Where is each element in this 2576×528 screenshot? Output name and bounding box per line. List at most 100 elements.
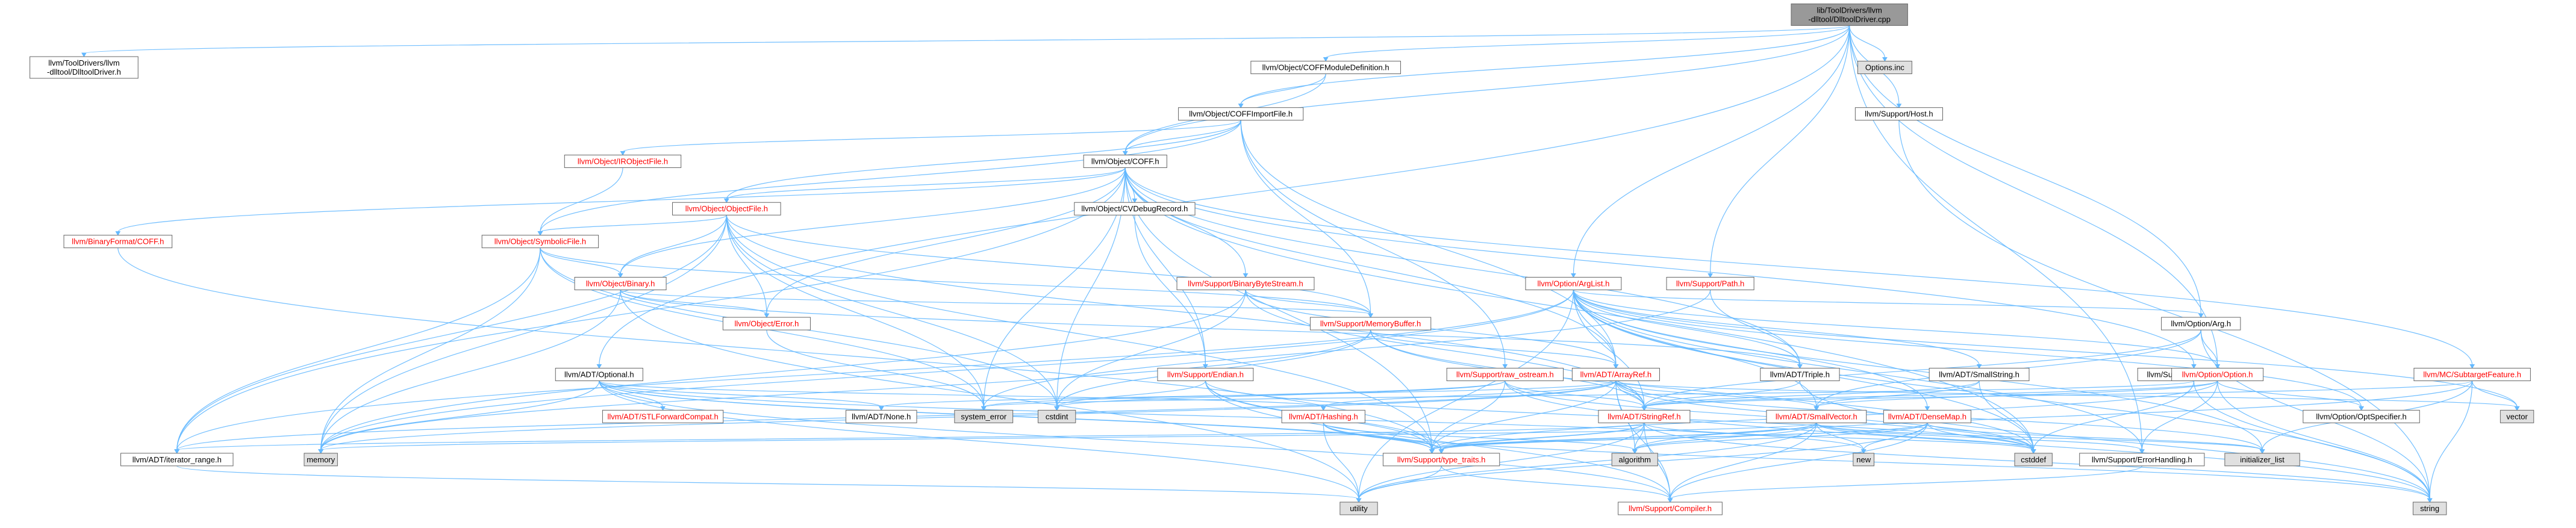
node-none[interactable]: llvm/ADT/None.h — [846, 409, 917, 423]
node-arglist[interactable]: llvm/Option/ArgList.h — [1525, 276, 1622, 290]
edge-symbolicfile-to-iterator_range — [176, 247, 541, 450]
edge-densemap-to-cstddef — [1927, 423, 2034, 451]
node-densemap[interactable]: llvm/ADT/DenseMap.h — [1883, 409, 1971, 423]
edge-smallvector-to-initlist — [1816, 422, 2263, 451]
node-endian[interactable]: llvm/Support/Endian.h — [1157, 368, 1254, 382]
node-label: cstddef — [2021, 455, 2046, 464]
node-box — [63, 235, 173, 249]
node-binary[interactable]: llvm/Object/Binary.h — [574, 276, 667, 290]
node-iterator_range[interactable]: llvm/ADT/iterator_range.h — [120, 453, 234, 467]
node-hashing[interactable]: llvm/ADT/Hashing.h — [1281, 409, 1365, 423]
edge-arrowhead — [2191, 364, 2197, 369]
node-rawostream[interactable]: llvm/Support/raw_ostream.h — [1446, 368, 1564, 382]
edge-arrowhead — [1320, 406, 1326, 411]
edge-arglist-to-memory — [320, 290, 1574, 450]
edge-binary-to-memory — [320, 290, 621, 450]
node-label: llvm/Support/BinaryByteStream.h — [1188, 279, 1303, 288]
node-label: llvm/Option/ArgList.h — [1537, 279, 1609, 288]
edge-binbytestream-to-memorybuffer — [1245, 290, 1371, 315]
edge-smallstring-to-cstddef — [1979, 380, 2034, 450]
edge-root-to-option — [1849, 25, 2218, 365]
node-objerror[interactable]: llvm/Object/Error.h — [722, 317, 811, 331]
node-arg[interactable]: llvm/Option/Arg.h — [2161, 317, 2241, 331]
node-root[interactable]: lib/ToolDrivers/llvm-dlltool/DlltoolDriv… — [1791, 3, 1908, 26]
node-box — [1038, 409, 1076, 423]
node-type_traits[interactable]: llvm/Support/type_traits.h — [1382, 453, 1500, 467]
edge-coff_h-to-subtarget — [1124, 167, 2473, 365]
node-string: string — [2412, 502, 2447, 515]
node-label: llvm/Support/MemoryBuffer.h — [1320, 319, 1421, 328]
node-coffmoddef[interactable]: llvm/Object/COFFModuleDefinition.h — [1250, 61, 1401, 75]
node-label: llvm/Object/Error.h — [734, 319, 799, 328]
edge-option-to-smallvector — [1816, 380, 2218, 408]
node-binfmt_coff[interactable]: llvm/BinaryFormat/COFF.h — [63, 235, 173, 249]
node-smallstring[interactable]: llvm/ADT/SmallString.h — [1929, 368, 2030, 382]
node-box — [1178, 107, 1304, 121]
edge-objectfile-to-objerror — [726, 215, 767, 315]
edge-subtarget-to-stringref — [1644, 380, 2473, 408]
node-objectfile[interactable]: llvm/Object/ObjectFile.h — [672, 202, 781, 216]
node-errorhandling[interactable]: llvm/Support/ErrorHandling.h — [2079, 453, 2205, 467]
edge-coffimport-to-rawostream — [1240, 120, 1506, 365]
edge-convertutf-to-string — [2193, 380, 2430, 500]
node-box — [1525, 276, 1622, 290]
node-optional[interactable]: llvm/ADT/Optional.h — [555, 368, 643, 382]
node-box — [2014, 453, 2053, 467]
node-label: llvm/Support/ErrorHandling.h — [2092, 455, 2192, 464]
edge-arrowhead — [1243, 273, 1249, 278]
node-path[interactable]: llvm/Support/Path.h — [1666, 276, 1754, 290]
node-label: llvm/ADT/None.h — [852, 412, 911, 421]
edge-memorybuffer-to-cstddef — [1370, 330, 2034, 450]
node-host[interactable]: llvm/Support/Host.h — [1854, 107, 1943, 121]
edge-rawostream-to-stringref — [1505, 380, 1645, 408]
node-box — [954, 409, 1014, 423]
edge-arrowhead — [1502, 364, 1508, 369]
edge-arrowhead — [1054, 406, 1060, 411]
node-label: cstdint — [1046, 412, 1068, 421]
edge-smallvector-to-new — [1816, 423, 1864, 450]
node-triple[interactable]: llvm/ADT/Triple.h — [1760, 368, 1840, 382]
node-stlforward[interactable]: llvm/ADT/STLForwardCompat.h — [602, 409, 724, 423]
edge-subtarget-to-string — [2429, 380, 2473, 500]
node-label: llvm/ADT/Triple.h — [1770, 370, 1830, 379]
node-box — [1929, 368, 2030, 382]
edge-smallvector-to-cstddef — [1816, 423, 2034, 451]
node-compiler[interactable]: llvm/Support/Compiler.h — [1618, 502, 1723, 515]
node-box — [1618, 502, 1723, 515]
node-smallvector[interactable]: llvm/ADT/SmallVector.h — [1766, 409, 1867, 423]
node-box — [1854, 107, 1943, 121]
edge-optional-to-hashing — [599, 380, 1324, 408]
node-box — [2412, 502, 2447, 515]
node-memorybuffer[interactable]: llvm/Support/MemoryBuffer.h — [1309, 317, 1432, 331]
node-box — [2413, 368, 2531, 382]
node-option[interactable]: llvm/Option/Option.h — [2171, 368, 2264, 382]
edge-option-to-string — [2217, 380, 2430, 500]
node-arrayref[interactable]: llvm/ADT/ArrayRef.h — [1571, 368, 1660, 382]
node-subtarget[interactable]: llvm/MC/SubtargetFeature.h — [2413, 368, 2531, 382]
node-coffimport[interactable]: llvm/Object/COFFImportFile.h — [1178, 107, 1304, 121]
node-dlltool_h[interactable]: llvm/ToolDrivers/llvm-dlltool/DlltoolDri… — [30, 56, 139, 79]
edge-memorybuffer-to-arrayref — [1370, 329, 1617, 365]
edge-option-to-optspecifier — [2217, 380, 2362, 408]
node-cvdebug[interactable]: llvm/Object/CVDebugRecord.h — [1074, 202, 1196, 216]
node-label: llvm/MC/SubtargetFeature.h — [2423, 370, 2521, 379]
node-box — [1666, 276, 1754, 290]
edge-arrowhead — [1429, 449, 1435, 454]
node-box — [1446, 368, 1564, 382]
edge-arrayref-to-stringref — [1615, 380, 1645, 408]
edge-type_traits-to-compiler — [1441, 465, 1671, 500]
edge-endian-to-cstdint — [1056, 380, 1206, 408]
node-coff_h[interactable]: llvm/Object/COFF.h — [1083, 154, 1167, 168]
node-optspecifier[interactable]: llvm/Option/OptSpecifier.h — [2303, 409, 2420, 423]
node-irobject[interactable]: llvm/Object/IRObjectFile.h — [564, 154, 682, 168]
node-box — [1857, 61, 1912, 75]
edge-root-to-arg — [1849, 25, 2201, 315]
node-label: system_error — [961, 412, 1007, 421]
node-binbytestream[interactable]: llvm/Support/BinaryByteStream.h — [1176, 276, 1315, 290]
edge-arrowhead — [723, 198, 729, 203]
node-label: llvm/Object/IRObjectFile.h — [578, 157, 668, 166]
edge-stringref-to-algorithm — [1634, 423, 1645, 450]
node-symbolicfile[interactable]: llvm/Object/SymbolicFile.h — [481, 235, 599, 249]
node-stringref[interactable]: llvm/ADT/StringRef.h — [1598, 409, 1691, 423]
edge-coffimport-to-coff_h — [1124, 120, 1241, 152]
